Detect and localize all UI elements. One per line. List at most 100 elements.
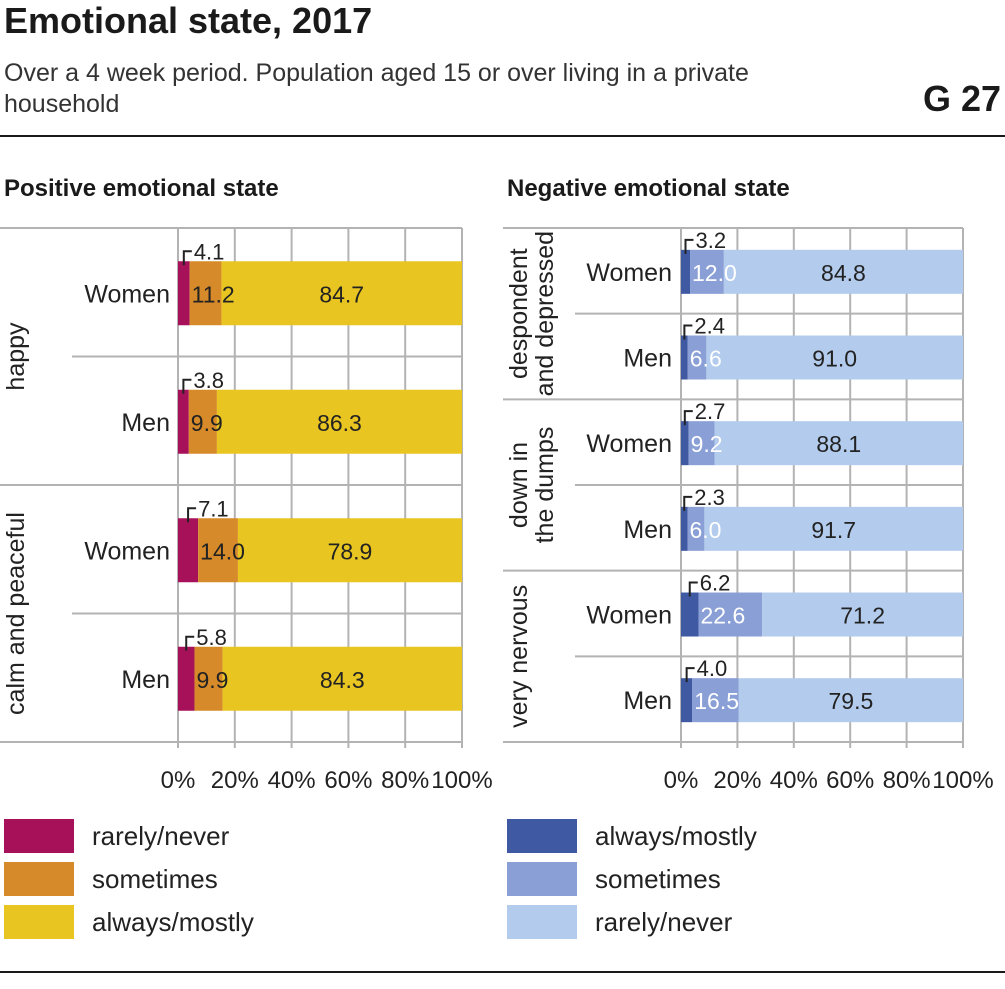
neg-bar-segment xyxy=(687,506,705,551)
pos-value-label: 9.9 xyxy=(196,667,228,693)
neg-bar-segment xyxy=(714,421,963,466)
neg-label-leader xyxy=(688,581,698,597)
neg-xtick-label: 20% xyxy=(713,767,761,794)
neg-value-label: 91.0 xyxy=(812,346,857,372)
neg-value-label: 2.7 xyxy=(695,399,726,424)
neg-group-label: and depressed xyxy=(531,231,559,396)
legend-label-pos-2: always/mostly xyxy=(92,907,254,937)
neg-xtick-label: 40% xyxy=(770,767,818,794)
pos-bar-segment xyxy=(178,261,190,326)
neg-xtick-label: 0% xyxy=(664,767,699,794)
bottom-rule xyxy=(0,971,1005,973)
pos-label-leader xyxy=(182,250,192,266)
neg-group-label: very nervous xyxy=(505,585,533,728)
neg-bar-segment xyxy=(681,249,691,294)
neg-value-label: 84.8 xyxy=(821,260,866,286)
pos-value-label: 3.8 xyxy=(193,368,224,393)
pos-bar-segment xyxy=(222,646,462,711)
neg-bar-segment xyxy=(681,421,689,466)
neg-bar-segment xyxy=(681,592,699,637)
pos-value-label: 5.8 xyxy=(196,625,227,650)
pos-bar-segment xyxy=(237,518,462,583)
pos-xtick-label: 0% xyxy=(161,767,196,794)
neg-value-label: 16.5 xyxy=(694,688,739,714)
legend-swatch-pos-2 xyxy=(4,905,74,939)
legend-label-neg-1: sometimes xyxy=(595,864,721,894)
neg-label-leader xyxy=(683,324,693,340)
pos-value-label: 9.9 xyxy=(191,410,223,436)
legend-label-pos-0: rarely/never xyxy=(92,821,230,851)
neg-value-label: 6.0 xyxy=(689,517,721,543)
neg-label-leader xyxy=(685,667,695,683)
neg-value-label: 3.2 xyxy=(696,228,727,253)
neg-xtick-label: 100% xyxy=(932,767,993,794)
neg-value-label: 9.2 xyxy=(691,431,723,457)
pos-value-label: 78.9 xyxy=(328,538,373,564)
pos-label-leader xyxy=(182,378,192,394)
legend-label-neg-2: rarely/never xyxy=(595,907,733,937)
neg-value-label: 88.1 xyxy=(816,431,861,457)
pos-xtick-label: 20% xyxy=(211,767,259,794)
neg-value-label: 6.2 xyxy=(700,571,731,596)
pos-value-label: 84.7 xyxy=(319,281,364,307)
neg-bar-segment xyxy=(738,678,963,723)
neg-value-label: 79.5 xyxy=(829,688,874,714)
neg-row-label: Women xyxy=(586,259,672,287)
neg-row-label: Women xyxy=(586,430,672,458)
pos-value-label: 11.2 xyxy=(192,281,235,307)
pos-xtick-label: 100% xyxy=(431,767,492,794)
neg-label-leader xyxy=(683,495,693,511)
neg-value-label: 22.6 xyxy=(700,603,745,629)
neg-xtick-label: 60% xyxy=(826,767,874,794)
neg-group-label: the dumps xyxy=(531,427,559,544)
pos-value-label: 86.3 xyxy=(317,410,362,436)
neg-bar-segment xyxy=(681,678,693,723)
legend-swatch-neg-0 xyxy=(507,819,577,853)
pos-group-label: calm and peaceful xyxy=(2,512,30,715)
pos-xtick-label: 80% xyxy=(381,767,429,794)
pos-xtick-label: 60% xyxy=(324,767,372,794)
neg-value-label: 2.3 xyxy=(694,485,725,510)
neg-row-label: Men xyxy=(623,687,672,715)
neg-bar-segment xyxy=(698,592,763,637)
pos-bar-segment xyxy=(189,261,222,326)
neg-bar-segment xyxy=(688,421,715,466)
neg-label-leader xyxy=(684,238,694,254)
pos-value-label: 14.0 xyxy=(200,538,245,564)
neg-row-label: Men xyxy=(623,345,672,373)
neg-bar-segment xyxy=(687,335,707,380)
pos-label-leader xyxy=(185,635,195,651)
neg-value-label: 2.4 xyxy=(694,314,725,339)
pos-row-label: Women xyxy=(84,280,170,308)
legend-swatch-neg-1 xyxy=(507,862,577,896)
panel-title-negative: Negative emotional state xyxy=(507,175,790,202)
pos-bar-segment xyxy=(178,646,195,711)
panel-title-positive: Positive emotional state xyxy=(4,175,279,202)
neg-value-label: 12.0 xyxy=(692,260,737,286)
legend-swatch-pos-0 xyxy=(4,819,74,853)
pos-bar-segment xyxy=(216,389,462,454)
top-rule xyxy=(0,135,1005,137)
legend-label-neg-0: always/mostly xyxy=(595,821,757,851)
neg-group-label: despondent xyxy=(505,248,533,379)
pos-bar-segment xyxy=(198,518,238,583)
legend-swatch-neg-2 xyxy=(507,905,577,939)
figure-number: G 27 xyxy=(922,78,1001,119)
neg-group-label: down in xyxy=(505,442,533,528)
neg-bar-segment xyxy=(692,678,739,723)
pos-xtick-label: 40% xyxy=(268,767,316,794)
chart-subtitle: Over a 4 week period. Population aged 15… xyxy=(4,59,749,118)
neg-xtick-label: 80% xyxy=(883,767,931,794)
neg-bar-segment xyxy=(706,335,963,380)
neg-bar-segment xyxy=(681,506,688,551)
pos-value-label: 4.1 xyxy=(194,239,225,264)
pos-value-label: 84.3 xyxy=(320,667,365,693)
legend-swatch-pos-1 xyxy=(4,862,74,896)
neg-value-label: 91.7 xyxy=(811,517,856,543)
pos-bar-segment xyxy=(178,389,189,454)
pos-bar-segment xyxy=(221,261,462,326)
neg-bar-segment xyxy=(681,335,688,380)
neg-bar-segment xyxy=(704,506,963,551)
pos-bar-segment xyxy=(194,646,223,711)
